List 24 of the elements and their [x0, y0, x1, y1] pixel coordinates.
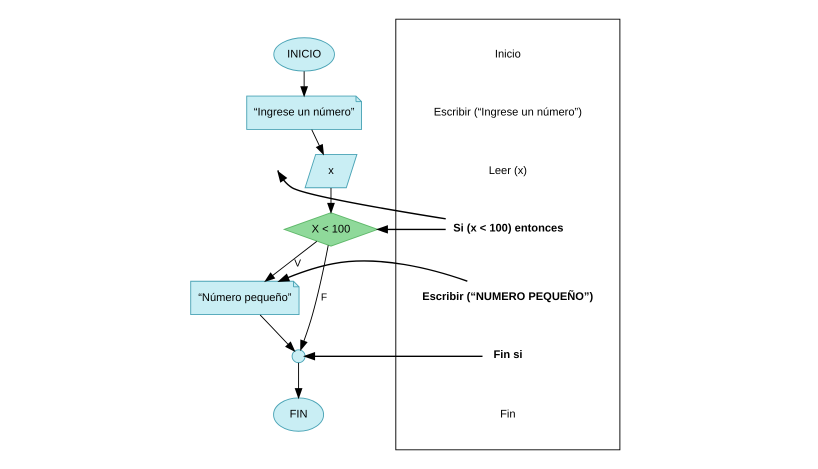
node-text: Escribir (“Ingrese un número”) [434, 106, 582, 119]
node-text: Inicio [494, 48, 521, 60]
arrow [260, 314, 296, 352]
node-text: Leer (x) [488, 164, 527, 177]
edge-label: F [320, 292, 328, 304]
arrow [294, 362, 302, 400]
arrow [327, 188, 335, 214]
node-ellipse: FIN [273, 397, 324, 432]
node-diamond: X < 100 [282, 212, 380, 247]
arrow [303, 352, 482, 360]
arrow [376, 225, 446, 234]
node-text: Si (x < 100) entonces [453, 222, 564, 234]
edge-label: V [294, 258, 302, 270]
arrow [277, 260, 468, 282]
arrow [300, 70, 308, 98]
arrow [264, 240, 318, 282]
node-text: Escribir (“NUMERO PEQUEÑO”) [422, 290, 594, 303]
node-circle [292, 349, 306, 364]
arrow [300, 244, 329, 352]
node-text: Fin si [493, 349, 523, 362]
node-text: Fin [500, 408, 516, 420]
node-ellipse: INICIO [273, 37, 335, 72]
cluster [395, 18, 620, 450]
arrow [311, 129, 324, 156]
